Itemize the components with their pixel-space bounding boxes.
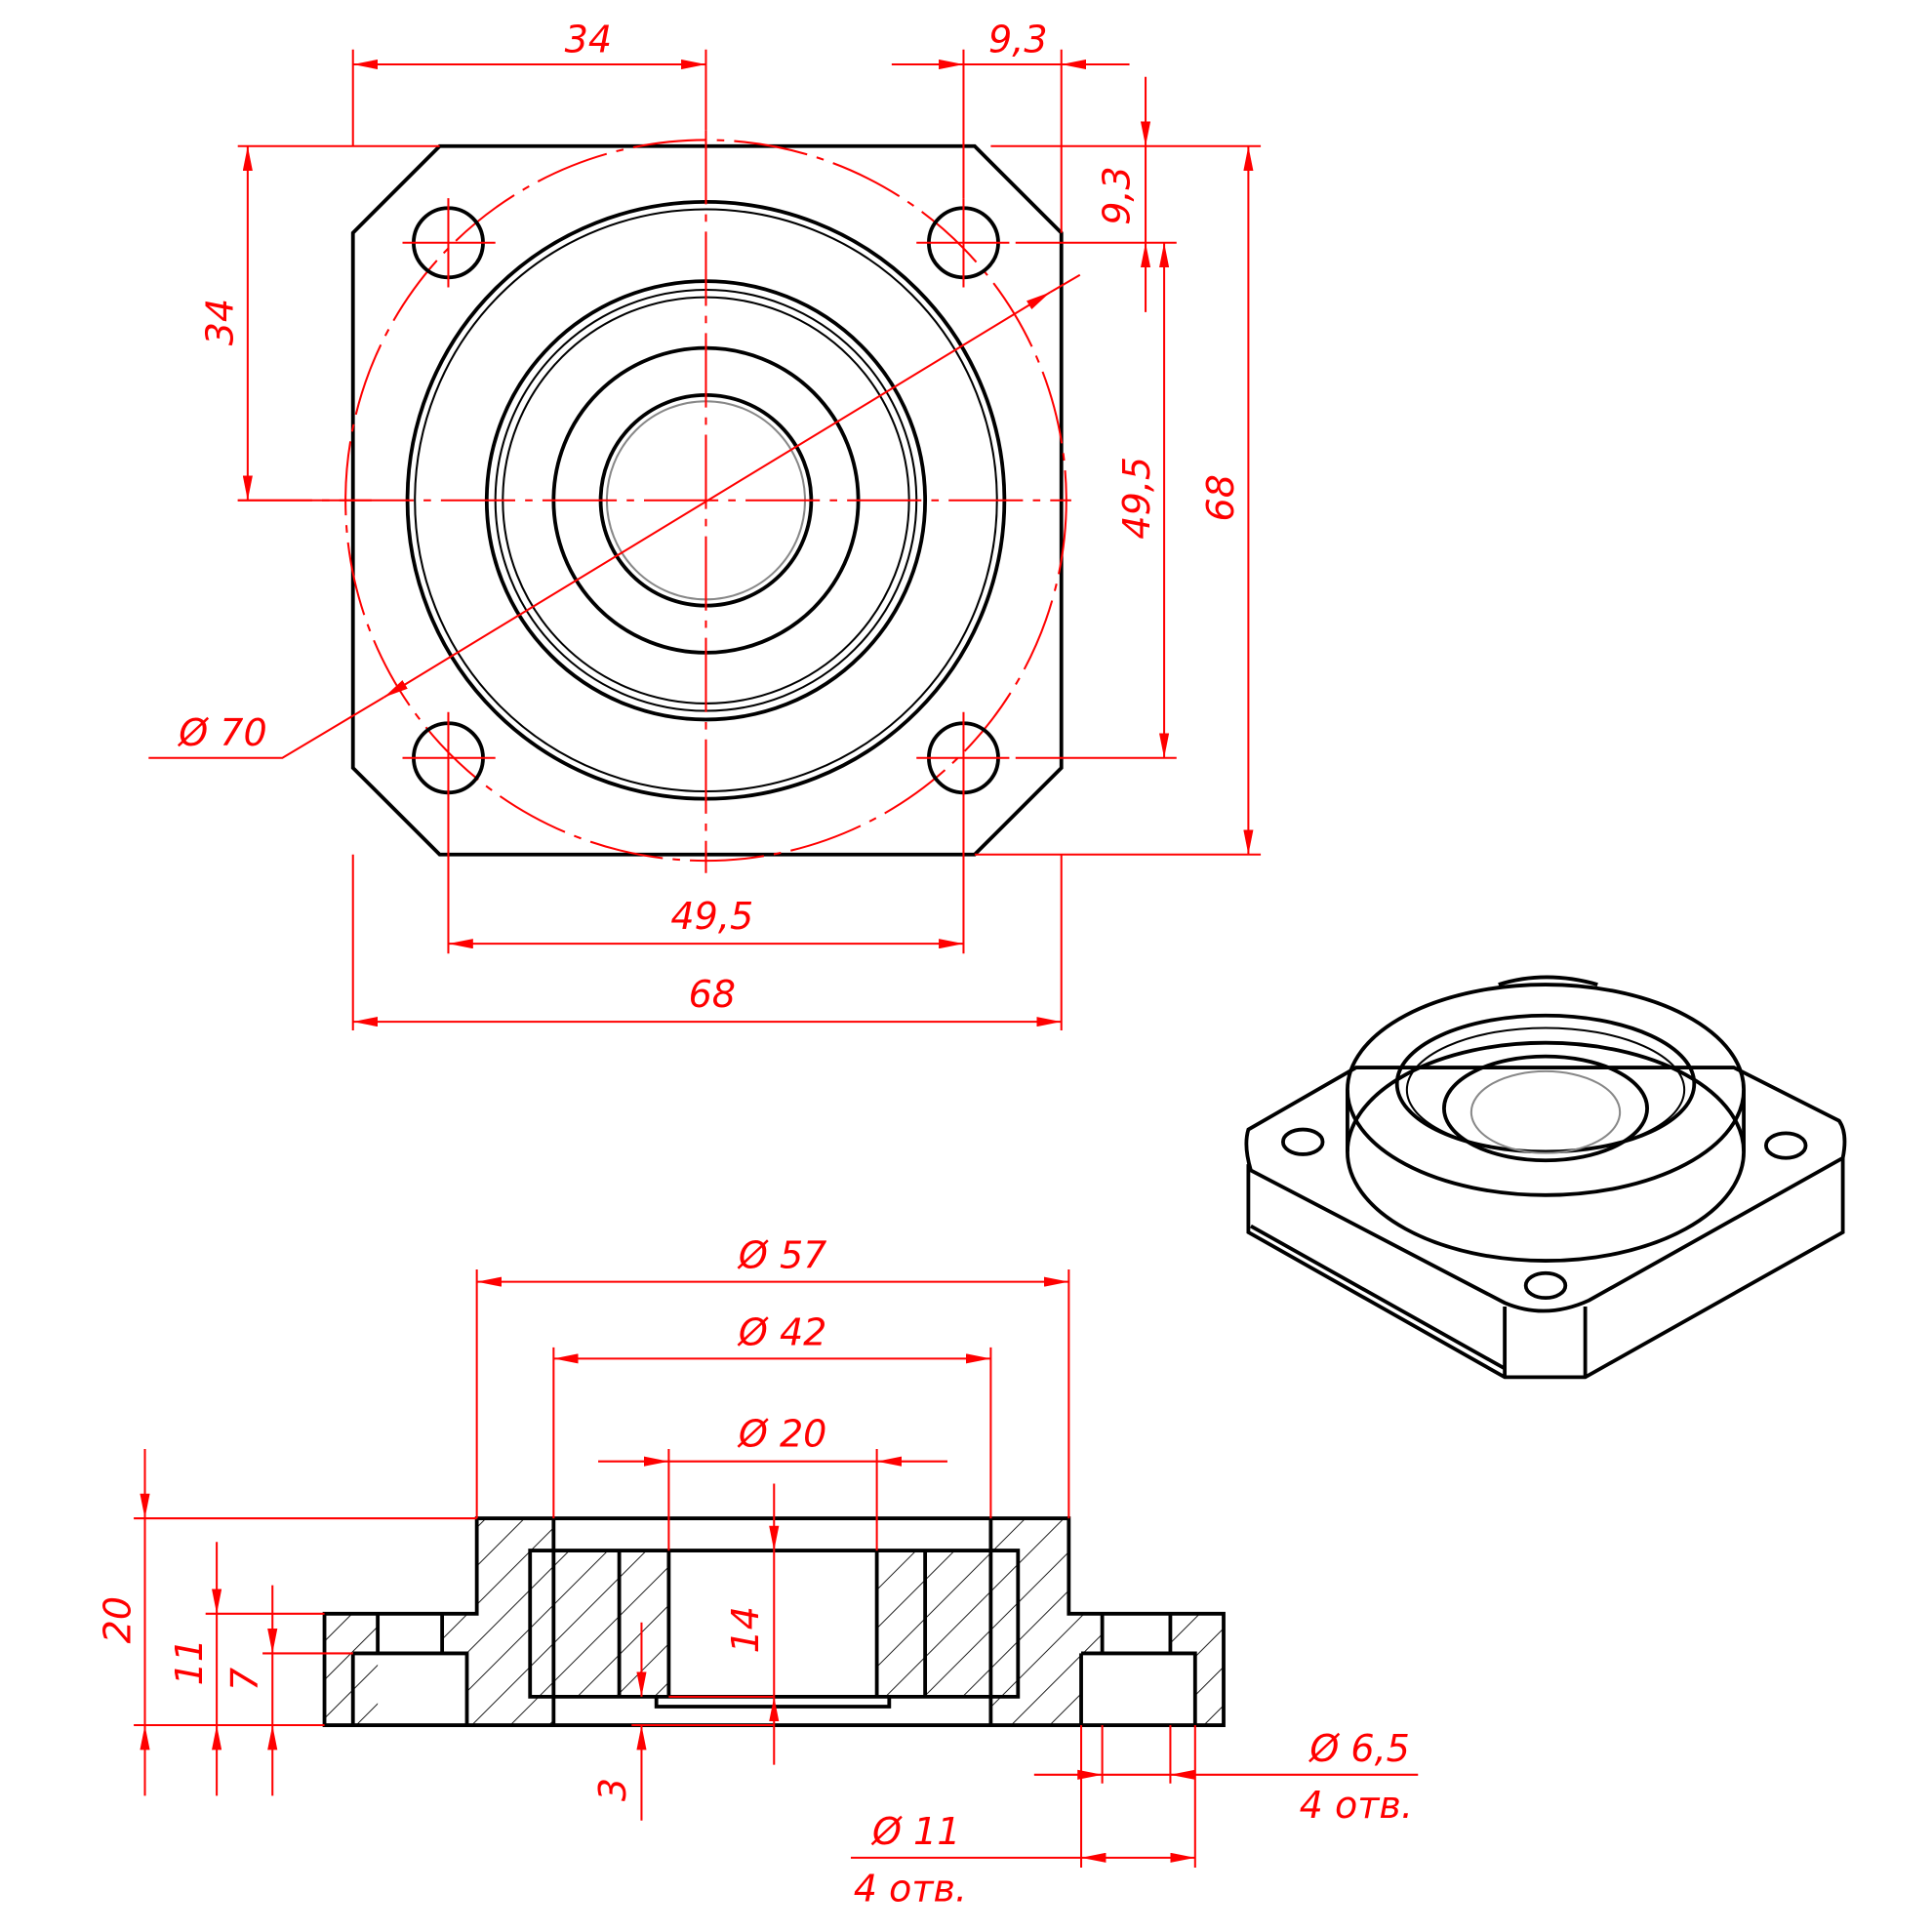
top-view: 34 9,3 9,3 34 49,5 68 Ø 70 49,5 68 bbox=[148, 18, 1262, 1030]
dim-hole-count-2: 4 отв. bbox=[854, 1867, 967, 1910]
dim-49-5-right: 49,5 bbox=[1115, 457, 1158, 540]
dim-height-20: 20 bbox=[96, 1596, 139, 1643]
dim-3: 3 bbox=[591, 1778, 634, 1801]
isometric-view bbox=[1244, 975, 1847, 1380]
iso-inner-race bbox=[1442, 1054, 1649, 1163]
section-hatch-left bbox=[324, 1518, 554, 1726]
dim-boss-57: Ø 57 bbox=[737, 1234, 827, 1277]
bearing-hatch bbox=[553, 1550, 991, 1697]
dim-9-3-right: 9,3 bbox=[1096, 166, 1139, 225]
dim-bore-20: Ø 20 bbox=[737, 1412, 827, 1455]
iso-bore bbox=[1469, 1069, 1622, 1154]
dim-68-right: 68 bbox=[1199, 474, 1242, 521]
dim-34-left: 34 bbox=[199, 299, 242, 345]
iso-hole-left bbox=[1281, 1127, 1325, 1156]
iso-hole-bottom bbox=[1523, 1270, 1568, 1301]
dim-14: 14 bbox=[724, 1606, 767, 1653]
section-outline bbox=[322, 1516, 1226, 1727]
dim-7: 7 bbox=[223, 1668, 266, 1691]
dim-34-top: 34 bbox=[565, 18, 612, 60]
dim-pcd-70: Ø 70 bbox=[177, 711, 267, 754]
section-view: Ø 57 Ø 42 Ø 20 20 11 7 14 3 Ø 6,5 4 отв.… bbox=[96, 1234, 1419, 1910]
mounting-holes bbox=[402, 198, 1010, 805]
iso-flange-top bbox=[1244, 1066, 1847, 1313]
counterbore-holes bbox=[350, 1613, 1197, 1726]
dim-counterbore-11: Ø 11 bbox=[870, 1810, 961, 1853]
dim-hole-6-5: Ø 6,5 bbox=[1308, 1727, 1410, 1770]
dim-hole-count-1: 4 отв. bbox=[1300, 1784, 1413, 1827]
section-hatch-right bbox=[990, 1518, 1224, 1726]
dim-9-3-top: 9,3 bbox=[988, 18, 1048, 60]
dim-68-bottom: 68 bbox=[689, 973, 736, 1016]
iso-flange-sides bbox=[1246, 1157, 1845, 1380]
dim-11: 11 bbox=[168, 1638, 211, 1685]
iso-hole-right bbox=[1764, 1131, 1808, 1160]
center-lines bbox=[237, 130, 1071, 873]
dim-49-5-bottom: 49,5 bbox=[670, 895, 753, 938]
dim-pocket-42: Ø 42 bbox=[737, 1310, 827, 1353]
